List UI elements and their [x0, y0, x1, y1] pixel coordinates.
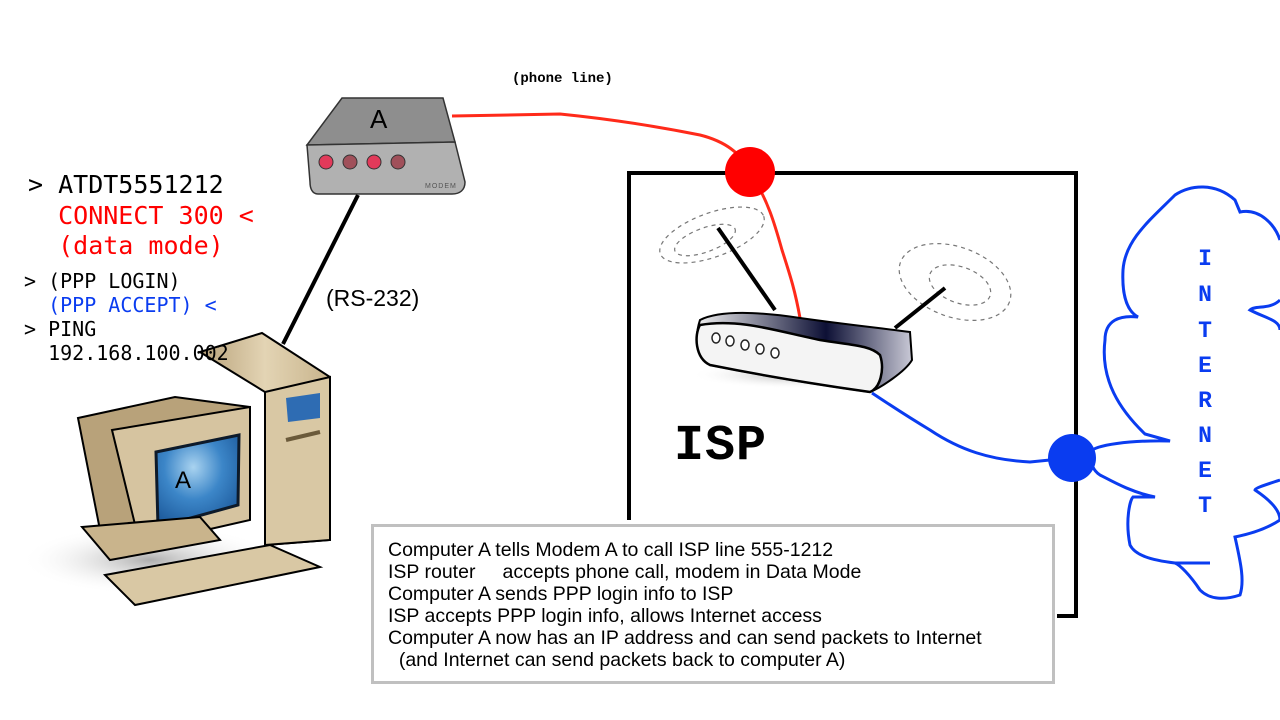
note-line: Computer A tells Modem A to call ISP lin… — [388, 539, 834, 561]
modem-brand-label: MODEM — [425, 183, 457, 190]
note-line: Computer A sends PPP login info to ISP — [388, 583, 734, 605]
internet-letter: N — [1198, 282, 1212, 308]
computer-label: A — [175, 467, 192, 494]
internet-link-junction — [1048, 434, 1096, 482]
internet-cloud-icon — [1088, 185, 1280, 600]
internet-letter: E — [1198, 353, 1212, 379]
internet-letter: R — [1198, 388, 1212, 414]
internet-link-cable — [871, 391, 1071, 464]
note-line: ISP router accepts phone call, modem in … — [388, 561, 862, 583]
terminal-line-7: 192.168.100.002 — [24, 341, 229, 365]
router-antenna-right — [893, 286, 947, 330]
terminal-line-2: CONNECT 300 < — [28, 201, 254, 230]
isp-boundary — [627, 171, 1078, 618]
router-icon — [690, 312, 914, 394]
internet-letter: E — [1198, 458, 1212, 484]
computer-icon — [20, 331, 331, 607]
terminal-line-6: > PING — [24, 317, 97, 341]
internet-letter: T — [1198, 493, 1212, 519]
rs232-cable — [281, 194, 360, 345]
phone-line-cable — [451, 112, 802, 319]
phone-line-label: (phone line) — [512, 71, 613, 87]
note-line: Computer A now has an IP address and can… — [388, 627, 982, 649]
isp-label: ISP — [674, 418, 768, 475]
steps-note-box: Computer A tells Modem A to call ISP lin… — [371, 524, 1055, 684]
terminal-line-5: (PPP ACCEPT) < — [24, 293, 217, 317]
terminal-line-4: > (PPP LOGIN) — [24, 269, 181, 293]
rs232-label: (RS-232) — [326, 285, 420, 311]
modem-label: A — [370, 104, 388, 134]
internet-letter: I — [1198, 246, 1212, 272]
note-line: (and Internet can send packets back to c… — [388, 649, 846, 671]
phone-line-junction — [725, 147, 775, 197]
note-line: ISP accepts PPP login info, allows Inter… — [388, 605, 822, 627]
internet-letter: T — [1198, 318, 1212, 344]
internet-letter: N — [1198, 423, 1212, 449]
modem-icon — [305, 97, 466, 195]
router-antenna-left — [716, 226, 777, 312]
wifi-signal-icon — [659, 206, 1012, 322]
terminal-line-3: (data mode) — [28, 231, 224, 260]
terminal-line-1: > ATDT5551212 — [28, 170, 224, 199]
